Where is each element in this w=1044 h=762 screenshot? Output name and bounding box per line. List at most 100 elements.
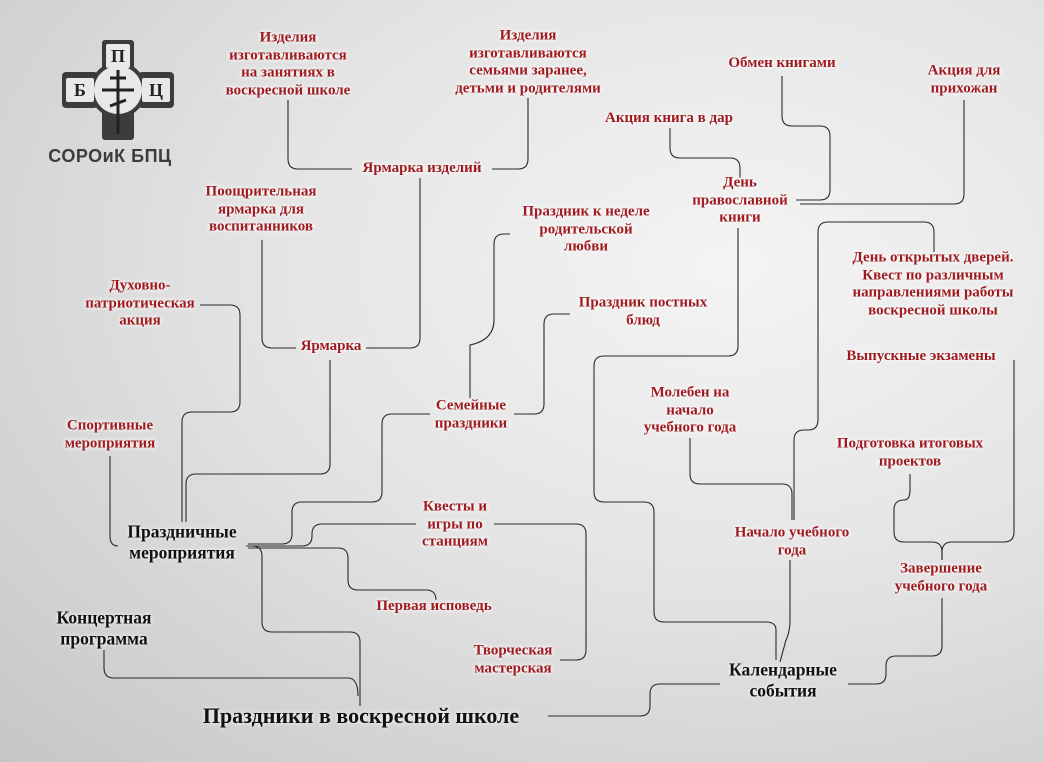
node-label-line: Выпускные экзамены bbox=[846, 348, 996, 365]
node-label-line: Праздник к неделе bbox=[522, 203, 650, 220]
node-book-swap: Обмен книгами bbox=[728, 55, 835, 73]
link-bookday-gift bbox=[669, 128, 741, 178]
node-label-line: православной bbox=[692, 192, 788, 209]
node-label-line: изготавливаются bbox=[229, 47, 347, 64]
link-root-calendar bbox=[548, 683, 720, 717]
node-label-line: мастерская bbox=[474, 660, 552, 676]
node-label-line: Изделия bbox=[499, 27, 557, 44]
node-label-line: игры по bbox=[427, 516, 483, 533]
node-label-line: станциям bbox=[422, 533, 488, 550]
node-label-line: блюд bbox=[626, 312, 660, 328]
link-family-parentweek bbox=[469, 233, 510, 398]
link-yearstart-moleben bbox=[689, 438, 793, 520]
node-label-line: на занятиях в bbox=[241, 65, 335, 81]
node-label-line: Праздничные bbox=[127, 521, 237, 542]
node-label-line: Подготовка итоговых bbox=[836, 435, 984, 452]
node-fair: Ярмарка bbox=[301, 338, 362, 356]
node-label-line: Ярмарка изделий bbox=[362, 160, 482, 177]
node-label-line: воскресной школе bbox=[225, 82, 351, 99]
link-bookday-parish bbox=[800, 100, 965, 205]
node-label-line: Квесты и bbox=[423, 498, 487, 515]
node-label-line: воскресной школы bbox=[868, 302, 998, 319]
link-family-lent bbox=[514, 313, 570, 415]
link-holidays-sport bbox=[109, 456, 119, 547]
node-label-line: Обмен книгами bbox=[728, 55, 836, 72]
node-root: Праздники в воскресной школе bbox=[203, 703, 519, 729]
link-quests-workshop bbox=[494, 523, 587, 661]
node-label-line: направлениями работы bbox=[852, 285, 1014, 301]
node-label-line: Праздники в воскресной школе bbox=[202, 703, 520, 729]
node-label-line: День открытых дверей. bbox=[852, 249, 1014, 266]
link-root-holidays bbox=[246, 545, 361, 706]
link-yearend-exams bbox=[941, 360, 1015, 560]
node-label-line: события bbox=[749, 680, 817, 700]
node-label-line: Квест по различным bbox=[862, 267, 1004, 284]
node-label-line: Акция книга в дар bbox=[605, 110, 733, 127]
node-label-line: мероприятия bbox=[129, 542, 235, 562]
node-label-line: Творческая bbox=[473, 642, 553, 659]
node-label-line: Ярмарка bbox=[300, 338, 362, 355]
link-calendar-bookday bbox=[593, 228, 777, 660]
node-label-line: Изделия bbox=[259, 29, 317, 46]
node-label-line: проектов bbox=[878, 453, 942, 469]
node-label-line: патриотическая bbox=[85, 295, 195, 312]
node-final-exams: Выпускные экзамены bbox=[846, 348, 995, 366]
node-label-line: Поощрительная bbox=[205, 183, 317, 200]
link-calendar-yearend bbox=[848, 598, 943, 685]
node-label-line: Концертная bbox=[56, 607, 152, 628]
link-calendar-yearstart bbox=[779, 560, 791, 663]
node-label-line: учебного года bbox=[894, 578, 988, 594]
svg-text:Ц: Ц bbox=[149, 80, 163, 100]
link-holidays-fair bbox=[185, 360, 331, 522]
node-label-line: День bbox=[723, 174, 757, 191]
node-goods-fair: Ярмарка изделий bbox=[363, 160, 482, 178]
node-label-line: Молебен на bbox=[650, 384, 730, 401]
node-label-line: детьми и родителями bbox=[455, 80, 601, 97]
link-holidays-family bbox=[248, 413, 430, 545]
node-label-line: учебного года bbox=[643, 419, 737, 436]
node-first-confession: Первая исповедь bbox=[376, 598, 491, 616]
link-holidays-patriot bbox=[181, 304, 241, 522]
link-goods-school bbox=[287, 100, 352, 170]
node-label-line: начало bbox=[666, 402, 714, 419]
node-label-line: года bbox=[777, 542, 807, 558]
node-label-line: программа bbox=[60, 628, 148, 648]
logo-caption: СОРОиК БПЦ bbox=[48, 146, 172, 166]
node-label-line: Завершение bbox=[900, 560, 982, 577]
link-fair-reward bbox=[261, 240, 296, 349]
node-label-line: Акция для bbox=[927, 62, 1001, 79]
node-label-line: Праздник постных bbox=[578, 294, 708, 311]
node-label-line: воспитанников bbox=[208, 218, 314, 235]
node-label-line: Первая исповедь bbox=[376, 598, 492, 615]
node-label-line: ярмарка для bbox=[218, 201, 304, 218]
node-label-line: изготавливаются bbox=[469, 45, 587, 62]
node-label-line: Начало учебного bbox=[734, 524, 850, 541]
node-label-line: Семейные bbox=[435, 397, 507, 414]
node-label-line: Календарные bbox=[729, 659, 837, 680]
svg-text:Б: Б bbox=[74, 80, 86, 100]
node-label-line: Духовно- bbox=[109, 277, 171, 294]
node-label-line: праздники bbox=[434, 415, 508, 431]
link-bookday-swap bbox=[781, 76, 831, 201]
